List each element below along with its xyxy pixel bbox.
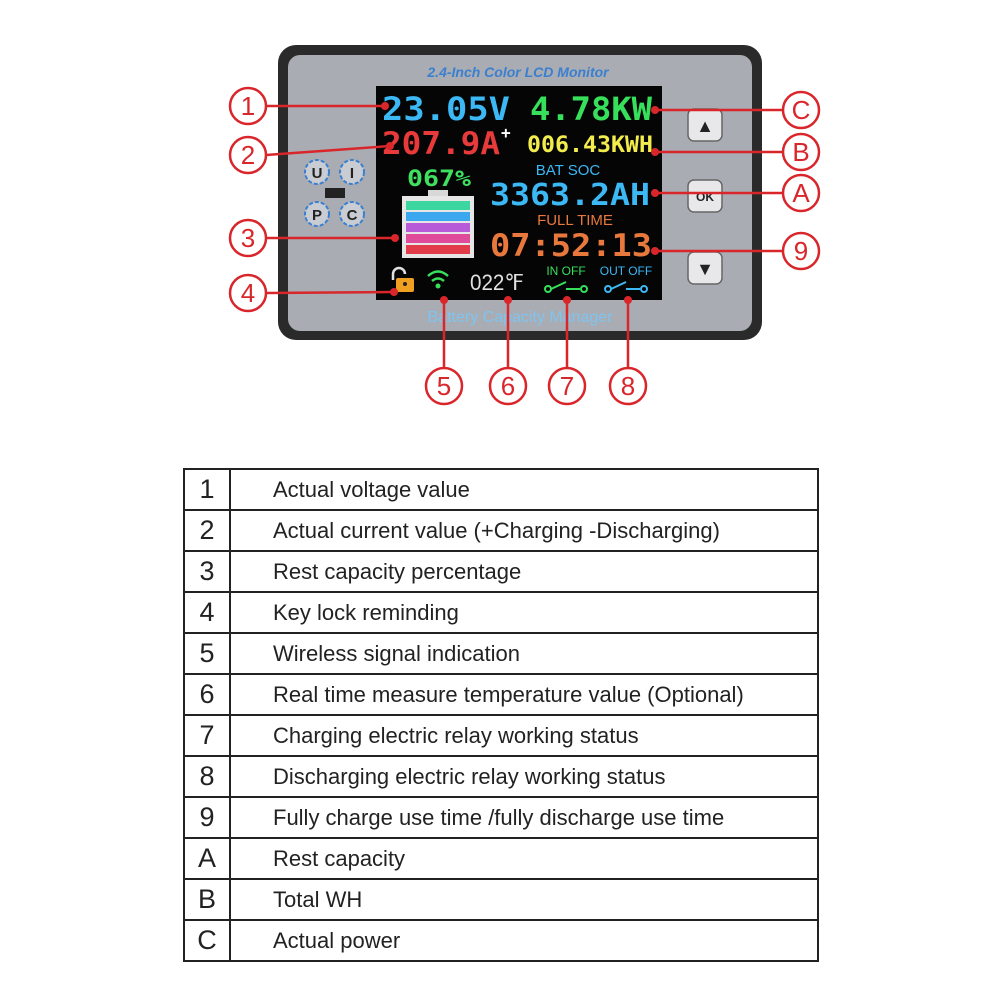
lock-icon: [391, 266, 414, 292]
legend-description: Discharging electric relay working statu…: [229, 755, 819, 798]
legend-description: Fully charge use time /fully discharge u…: [229, 796, 819, 839]
callout-a-label: A: [792, 178, 810, 208]
legend-description: Actual power: [229, 919, 819, 962]
legend-key: B: [183, 878, 231, 921]
table-row: 1 Actual voltage value: [183, 468, 819, 511]
legend-description: Charging electric relay working status: [229, 714, 819, 757]
wireless-icon: [427, 270, 449, 289]
legend-key: 3: [183, 550, 231, 593]
legend-key: 9: [183, 796, 231, 839]
legend-description: Wireless signal indication: [229, 632, 819, 675]
temperature-reading: 022℉: [470, 270, 524, 295]
callout-4-label: 4: [241, 278, 255, 308]
time-reading: 07:52:13: [490, 228, 652, 264]
soc-label: BAT SOC: [536, 162, 601, 179]
device-header: 2.4-Inch Color LCD Monitor: [426, 64, 610, 80]
legend-description: Rest capacity: [229, 837, 819, 880]
lcd-screen: [376, 86, 662, 300]
table-row: A Rest capacity: [183, 837, 819, 880]
relay-out-label: OUT OFF: [600, 264, 652, 278]
callout-3: 3: [228, 218, 268, 258]
key-i-label: I: [350, 165, 354, 182]
table-row: 5 Wireless signal indication: [183, 632, 819, 675]
device-illustration: 2.4-Inch Color LCD Monitor Battery Capac…: [228, 45, 821, 406]
table-row: 2 Actual current value (+Charging -Disch…: [183, 509, 819, 552]
callout-1-label: 1: [241, 91, 255, 121]
side-keys: U I P C: [304, 159, 365, 227]
callout-8: 8: [608, 366, 648, 406]
down-button[interactable]: ▼: [687, 251, 723, 285]
voltage-reading: 23.05V: [382, 90, 510, 128]
callout-1: 1: [228, 86, 268, 126]
power-reading: 4.78KW: [530, 90, 653, 128]
battery-icon: [402, 190, 474, 258]
legend-key: 7: [183, 714, 231, 757]
current-sign: +: [501, 123, 511, 142]
callout-7: 7: [547, 366, 587, 406]
legend-description: Key lock reminding: [229, 591, 819, 634]
legend-key: 4: [183, 591, 231, 634]
callout-a: A: [781, 173, 821, 213]
table-row: 4 Key lock reminding: [183, 591, 819, 634]
legend-description: Actual voltage value: [229, 468, 819, 511]
legend-description: Actual current value (+Charging -Dischar…: [229, 509, 819, 552]
legend-key: A: [183, 837, 231, 880]
callout-5: 5: [424, 366, 464, 406]
up-button[interactable]: ▲: [687, 108, 723, 142]
up-arrow-icon: ▲: [696, 116, 714, 136]
legend-key: C: [183, 919, 231, 962]
callout-b-label: B: [792, 137, 809, 167]
callout-5-label: 5: [437, 371, 451, 401]
callout-4: 4: [228, 273, 268, 313]
table-row: C Actual power: [183, 919, 819, 962]
time-label: FULL TIME: [537, 212, 613, 229]
key-u-label: U: [312, 165, 323, 182]
legend-key: 8: [183, 755, 231, 798]
callout-9-label: 9: [794, 236, 808, 266]
legend-key: 6: [183, 673, 231, 716]
callout-8-label: 8: [621, 371, 635, 401]
key-p-label: P: [312, 207, 322, 224]
table-row: 3 Rest capacity percentage: [183, 550, 819, 593]
key-center-marker: [325, 188, 345, 198]
ok-button[interactable]: OK: [687, 179, 723, 213]
legend-description: Rest capacity percentage: [229, 550, 819, 593]
table-row: 7 Charging electric relay working status: [183, 714, 819, 757]
legend-table: 1 Actual voltage value 2 Actual current …: [183, 468, 819, 962]
callout-9: 9: [781, 231, 821, 271]
energy-reading: 006.43KWH: [527, 133, 653, 158]
callout-b: B: [781, 132, 821, 172]
legend-description: Total WH: [229, 878, 819, 921]
table-row: 8 Discharging electric relay working sta…: [183, 755, 819, 798]
legend-key: 2: [183, 509, 231, 552]
legend-key: 1: [183, 468, 231, 511]
callout-6: 6: [488, 366, 528, 406]
callout-3-label: 3: [241, 223, 255, 253]
callout-2: 2: [228, 135, 268, 175]
legend-key: 5: [183, 632, 231, 675]
callout-6-label: 6: [501, 371, 515, 401]
legend-description: Real time measure temperature value (Opt…: [229, 673, 819, 716]
table-row: 6 Real time measure temperature value (O…: [183, 673, 819, 716]
percent-reading: 067%: [407, 167, 472, 192]
table-row: B Total WH: [183, 878, 819, 921]
device-footer: Battery Capacity Manager: [428, 309, 614, 326]
relay-out-switch-icon: [604, 281, 648, 293]
key-c-label: C: [347, 207, 358, 224]
down-arrow-icon: ▼: [696, 259, 714, 279]
capacity-reading: 3363.2AH: [490, 178, 650, 213]
leader-lines: [265, 104, 783, 368]
callout-2-label: 2: [241, 140, 255, 170]
callout-c: C: [781, 90, 821, 130]
relay-in-switch-icon: [544, 281, 588, 293]
table-row: 9 Fully charge use time /fully discharge…: [183, 796, 819, 839]
current-reading: 207.9A: [382, 126, 500, 162]
callout-c-label: C: [792, 95, 811, 125]
relay-in-label: IN OFF: [546, 264, 585, 278]
leader-dots: [381, 102, 659, 304]
callout-7-label: 7: [560, 371, 574, 401]
